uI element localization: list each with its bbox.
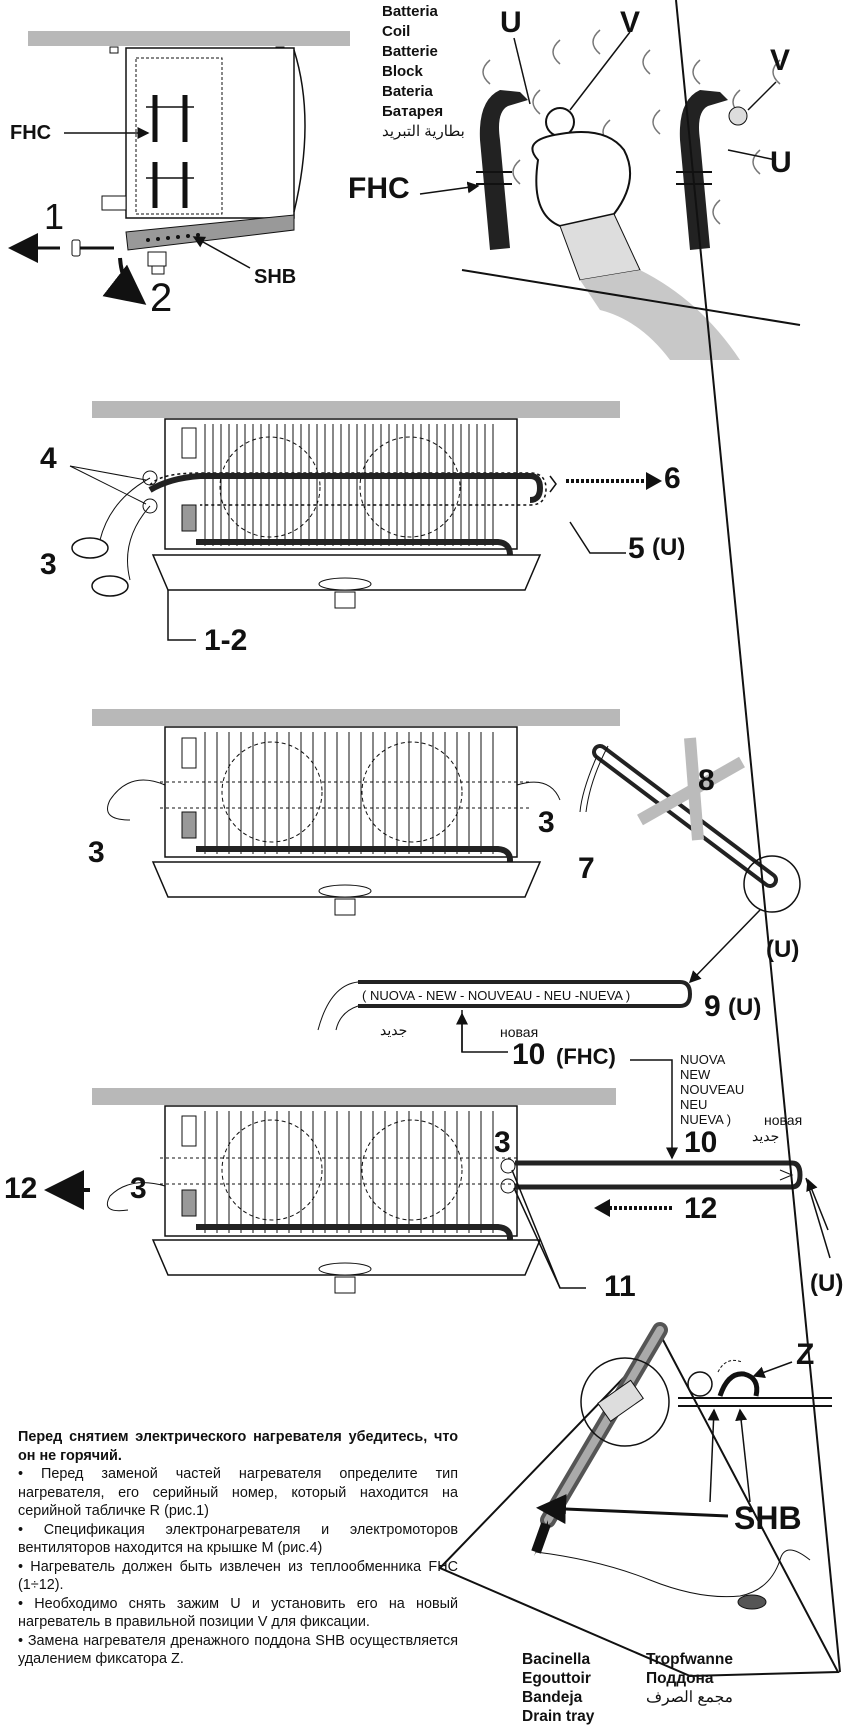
coil-name: Bateria <box>382 83 433 100</box>
fig1-shb-label: SHB <box>254 266 297 288</box>
fig6-shb-label: SHB <box>734 1500 802 1536</box>
new-word: NEW <box>680 1067 711 1082</box>
fig5-12-left-label: 12 <box>4 1172 38 1205</box>
instruction-item: • Нагреватель должен быть извлечен из те… <box>18 1558 458 1594</box>
instruction-item: • Необходимо снять зажим U и установить … <box>18 1595 458 1631</box>
fig2-v-top-label: V <box>620 6 641 39</box>
fig5-russian-new: новая <box>764 1112 803 1128</box>
fig3-u-label: (U) <box>652 534 686 561</box>
instructions-block: Перед снятием электрического нагревателя… <box>18 1428 458 1669</box>
fig2-fhc-label: FHC <box>348 172 410 205</box>
tray-name: Drain tray <box>522 1708 595 1725</box>
coil-name: Block <box>382 63 423 80</box>
fig5-new-words: NUOVA NEW NOUVEAU NEU NUEVA ) <box>680 1052 744 1127</box>
fig4-fhc-label: (FHC) <box>556 1044 616 1069</box>
fig3-4-label: 4 <box>40 442 57 475</box>
new-word: NUEVA ) <box>680 1112 732 1127</box>
fig3-unit <box>69 401 662 641</box>
fig1-step1-label: 1 <box>44 196 65 237</box>
tray-name: Bandeja <box>522 1689 583 1706</box>
coil-name: Coil <box>382 23 411 40</box>
fig4-10-label: 10 <box>512 1038 546 1071</box>
fig3-3-label: 3 <box>40 548 57 581</box>
fig4-3-left-label: 3 <box>88 836 105 869</box>
tray-name: Egouttoir <box>522 1670 591 1687</box>
tray-name: Tropfwanne <box>646 1651 733 1668</box>
fig4-u9-label: (U) <box>728 994 762 1021</box>
fig5-unit <box>44 1059 831 1294</box>
fig5-12-right-label: 12 <box>684 1192 718 1225</box>
tray-name: Поддона <box>646 1670 714 1687</box>
fig5-arabic-new: جديد <box>752 1128 780 1144</box>
fig5-u-label: (U) <box>810 1270 844 1297</box>
fig6-z-label: Z <box>796 1338 815 1371</box>
coil-name: بطارية التبريد <box>382 123 465 140</box>
coil-name: Batterie <box>382 43 438 60</box>
fig6-drain-tray <box>438 0 841 1678</box>
instruction-item: • Спецификация электронагревателя и элек… <box>18 1521 458 1557</box>
coil-name: Батарея <box>382 103 444 120</box>
fig4-u-label: (U) <box>766 936 800 963</box>
instruction-item: • Перед заменой частей нагревателя опред… <box>18 1466 458 1519</box>
fig3-5-label: 5 <box>628 532 645 565</box>
tray-names-right: Tropfwanne Поддона مجمع الصرف <box>646 1650 733 1707</box>
fig4-russian-new: новая <box>500 1024 539 1040</box>
fig4-7-label: 7 <box>578 852 595 885</box>
fig5-11-label: 11 <box>604 1270 636 1303</box>
instruction-item: • Замена нагревателя дренажного поддона … <box>18 1632 458 1668</box>
tray-name: Bacinella <box>522 1651 591 1668</box>
fig3-1-2-label: 1-2 <box>204 624 248 657</box>
fig2-v-right-label: V <box>770 44 791 77</box>
fig1-fhc-label: FHC <box>10 122 52 144</box>
fig5-3-left-label: 3 <box>130 1172 147 1205</box>
new-word: NOUVEAU <box>680 1082 745 1097</box>
new-word: NUOVA <box>680 1052 726 1067</box>
fig5-10-label: 10 <box>684 1126 718 1159</box>
fig2-u-left-label: U <box>500 6 522 39</box>
coil-names-list: Batteria Coil Batterie Block Bateria Бат… <box>382 2 465 142</box>
fig4-8-label: 8 <box>698 764 715 797</box>
fig2-clip-detail <box>419 29 801 360</box>
new-heater-text: ( NUOVA - NEW - NOUVEAU - NEU -NUEVA ) <box>362 988 631 1003</box>
coil-name: Batteria <box>382 3 438 20</box>
new-word: NEU <box>680 1097 708 1112</box>
fig4-arabic-new: جديد <box>380 1022 408 1038</box>
fig1-step2-label: 2 <box>150 276 173 320</box>
fig1-unit <box>7 31 350 305</box>
fig4-9-label: 9 <box>704 990 721 1023</box>
fig4-3-right-label: 3 <box>538 806 555 839</box>
fig5-3-right-label: 3 <box>494 1126 511 1159</box>
fig3-6-label: 6 <box>664 462 681 495</box>
tray-name: مجمع الصرف <box>646 1689 733 1706</box>
fig4-unit <box>92 709 801 1053</box>
tray-names-left: Bacinella Egouttoir Bandeja Drain tray <box>522 1650 594 1726</box>
instructions-title: Перед снятием электрического нагревателя… <box>18 1429 458 1464</box>
fig2-u-right-label: U <box>770 146 792 179</box>
